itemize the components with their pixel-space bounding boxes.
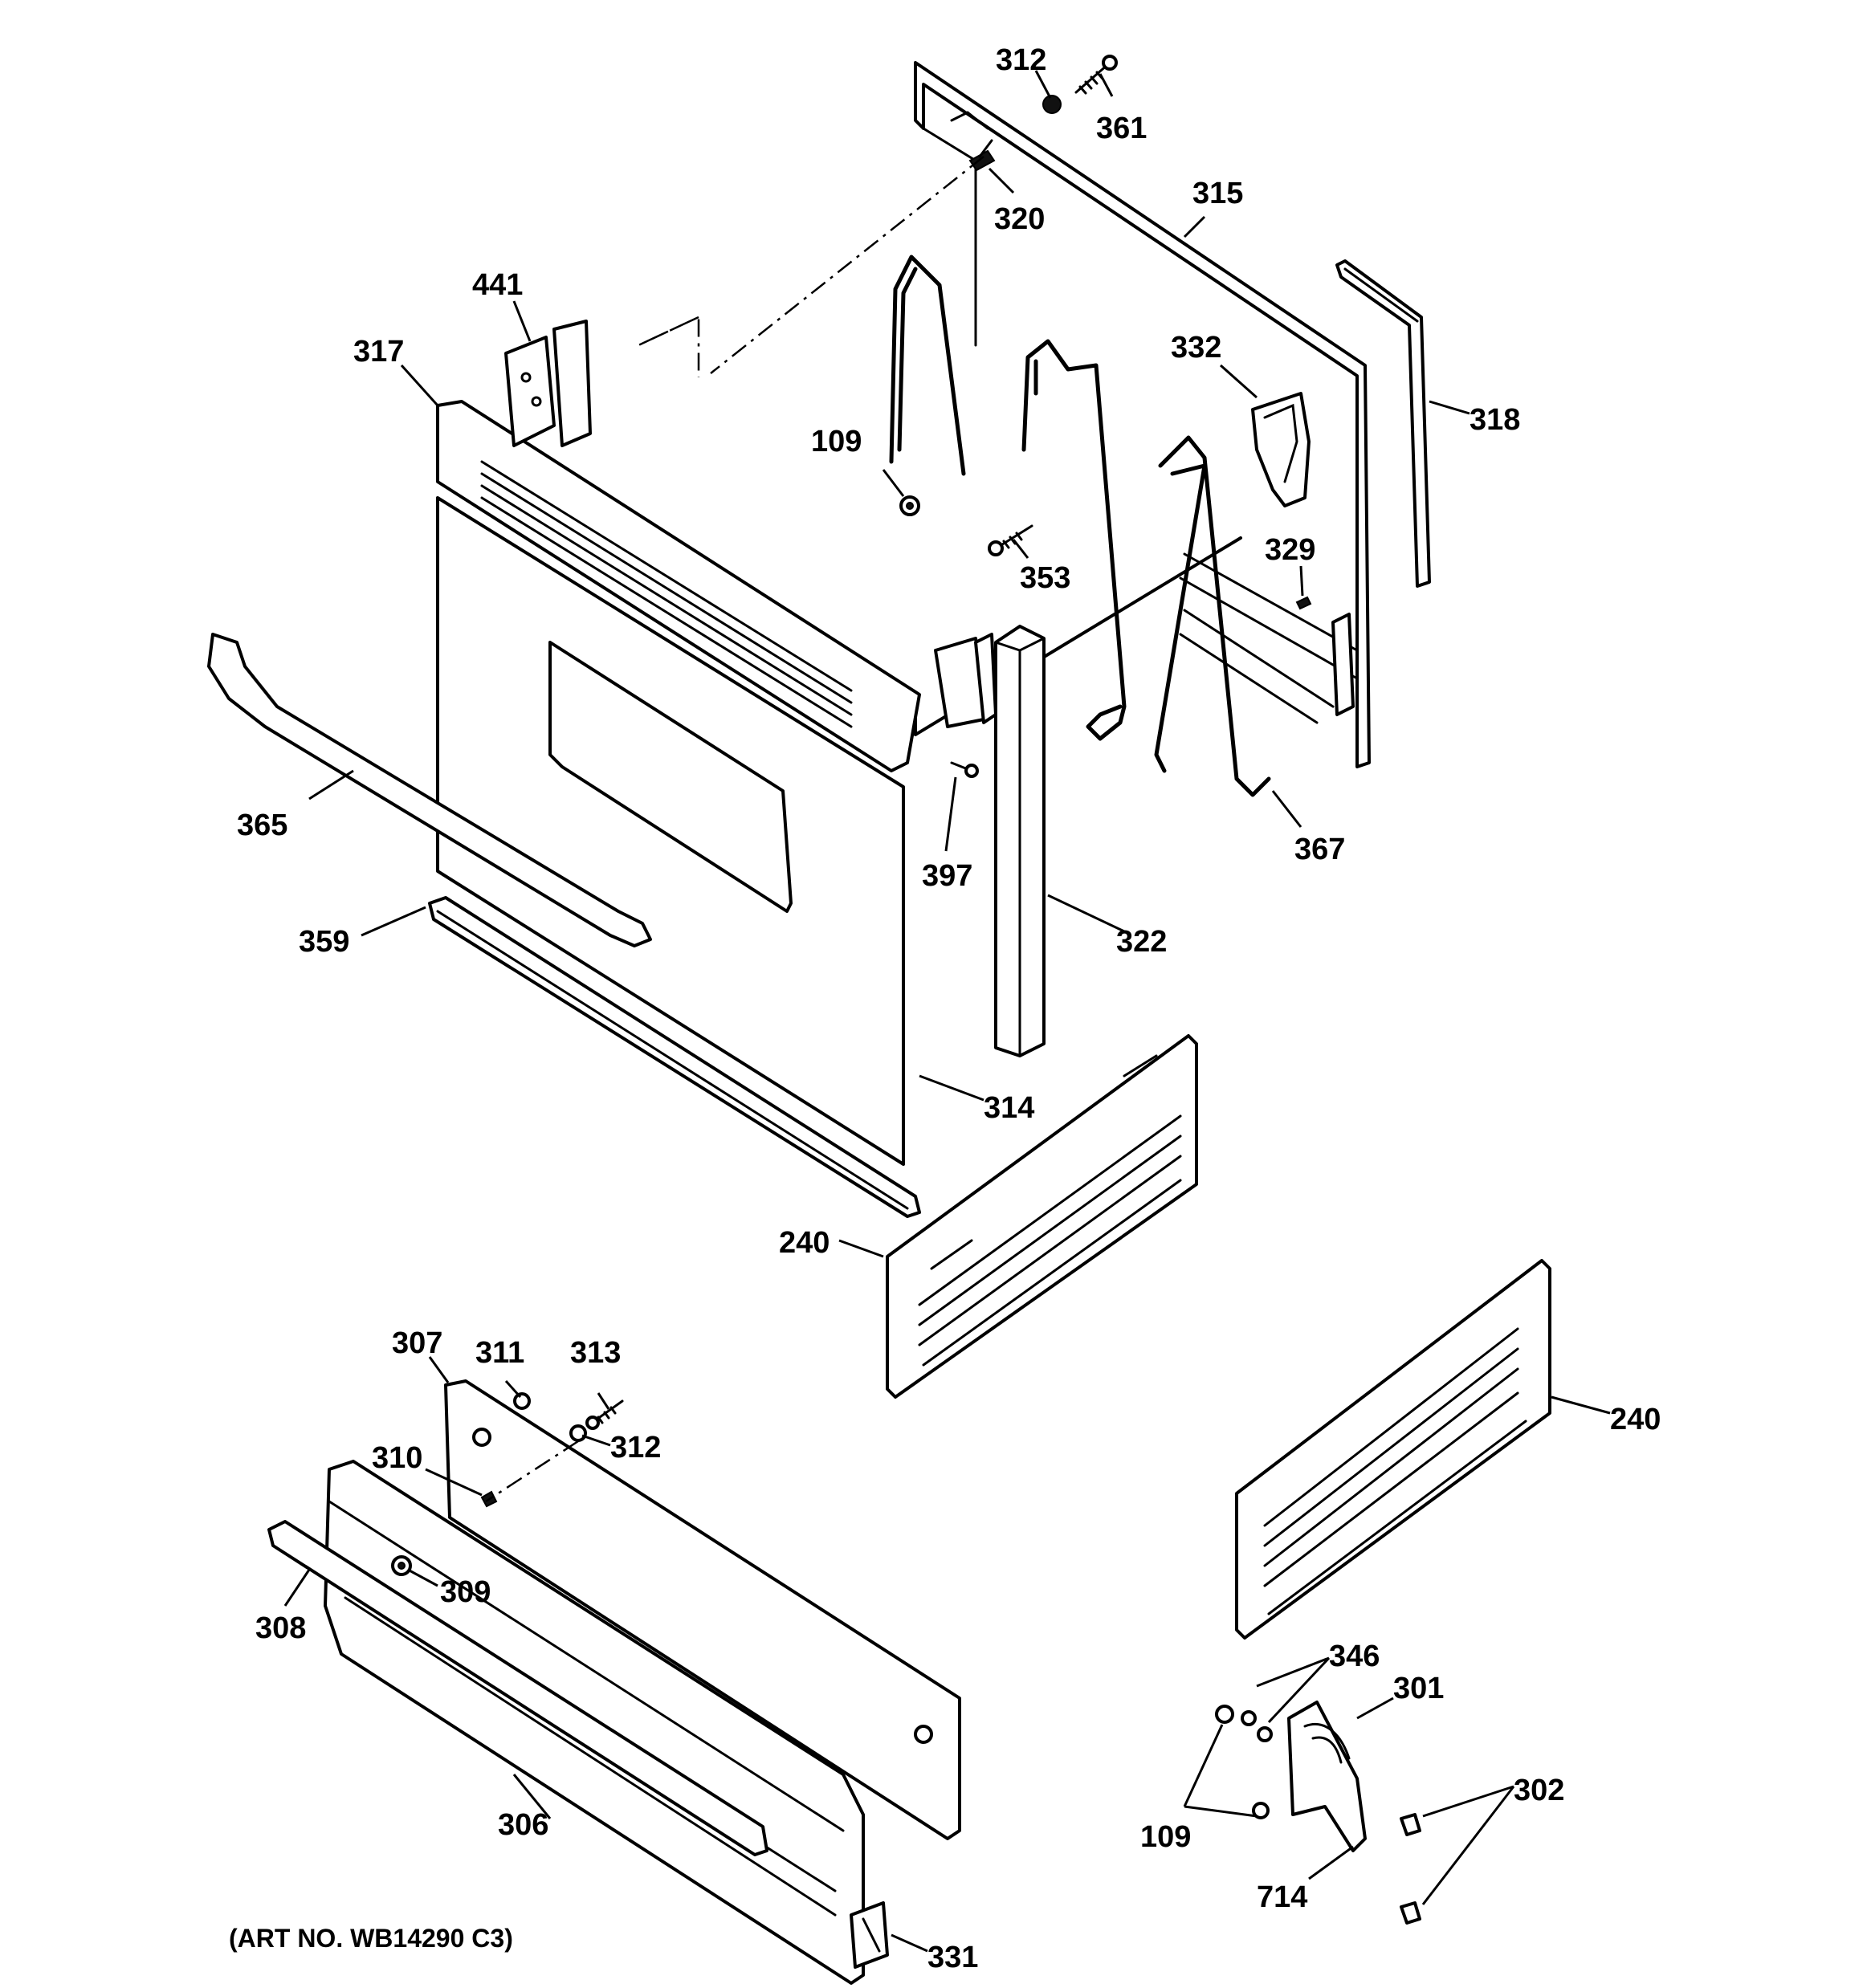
callout-441: 441	[472, 268, 523, 302]
screw-302-b	[1400, 1901, 1421, 1925]
callout-367: 367	[1294, 833, 1345, 866]
trim-318	[1335, 259, 1431, 588]
callout-240-middle: 240	[779, 1226, 830, 1260]
callout-314: 314	[984, 1091, 1034, 1125]
rack-wire-left	[889, 255, 966, 476]
nut-109-a	[1215, 1705, 1234, 1724]
callout-329: 329	[1265, 533, 1315, 567]
drawer-back-307	[444, 1379, 961, 1840]
guide-line-drawer	[485, 1440, 579, 1503]
callout-310: 310	[372, 1441, 422, 1475]
callout-346: 346	[1329, 1640, 1380, 1673]
callout-307: 307	[392, 1326, 442, 1360]
callout-309: 309	[440, 1575, 491, 1609]
callout-359: 359	[299, 925, 349, 959]
vent-panel-317	[436, 400, 1242, 772]
callout-301: 301	[1393, 1672, 1444, 1705]
callout-240-right: 240	[1610, 1403, 1661, 1436]
washer-312-top	[1042, 95, 1062, 114]
side-panel-240-right	[1235, 1259, 1551, 1640]
nut-109-top-hole	[906, 502, 914, 510]
door-trim-359	[428, 896, 921, 1218]
callout-109-top: 109	[811, 425, 862, 458]
callout-312-bottom: 312	[610, 1431, 661, 1465]
callout-318: 318	[1470, 403, 1520, 437]
screw-361	[1074, 55, 1118, 95]
nut-109-b	[1252, 1802, 1270, 1819]
callout-361: 361	[1096, 112, 1147, 145]
callout-308: 308	[255, 1611, 306, 1645]
callout-311: 311	[475, 1336, 524, 1370]
nut-311	[513, 1392, 531, 1410]
bracket-331	[850, 1901, 889, 1969]
washer-346-a	[1241, 1710, 1257, 1726]
hinge-320	[968, 139, 996, 172]
insulation-332-detail	[1263, 403, 1298, 483]
screw-302-a	[1400, 1813, 1421, 1836]
guide-line-hinge-2	[638, 316, 700, 377]
callout-313: 313	[570, 1336, 621, 1370]
bracket-441	[504, 320, 592, 447]
callout-353: 353	[1020, 561, 1070, 595]
side-post-322	[994, 625, 1046, 1057]
screw-329	[1295, 596, 1312, 610]
callout-331: 331	[927, 1941, 978, 1974]
screw-313	[585, 1399, 624, 1430]
washer-312-bottom	[569, 1424, 587, 1442]
drawer-handle-308	[267, 1520, 768, 1856]
hinge-assembly-301	[1287, 1701, 1367, 1852]
callout-109-bottom: 109	[1140, 1820, 1191, 1854]
hinge-bracket	[934, 633, 997, 728]
screw-397	[950, 761, 979, 778]
callout-332: 332	[1171, 331, 1221, 365]
rack-wire-middle	[1021, 339, 1127, 741]
callout-320: 320	[994, 202, 1045, 236]
oven-frame-315	[914, 61, 1371, 768]
callout-365: 365	[237, 809, 287, 842]
washer-309-hole	[397, 1562, 406, 1570]
callout-397: 397	[922, 859, 972, 893]
guide-line-hinge	[710, 156, 984, 374]
callout-714: 714	[1257, 1880, 1307, 1914]
callout-312-top: 312	[996, 43, 1046, 77]
callout-315: 315	[1192, 177, 1243, 210]
screw-353	[988, 524, 1033, 556]
rack-wire-367	[1154, 435, 1271, 797]
callout-302: 302	[1514, 1774, 1564, 1807]
callout-322: 322	[1116, 925, 1167, 959]
leader-lines	[283, 70, 1611, 1953]
door-handle-365	[207, 633, 652, 947]
callout-306: 306	[498, 1808, 548, 1842]
callout-317: 317	[353, 335, 404, 369]
washer-346-b	[1257, 1726, 1273, 1742]
art-number: (ART NO. WB14290 C3)	[229, 1924, 513, 1953]
side-panel-240-middle	[886, 1034, 1198, 1399]
oven-door-314	[436, 496, 905, 1166]
